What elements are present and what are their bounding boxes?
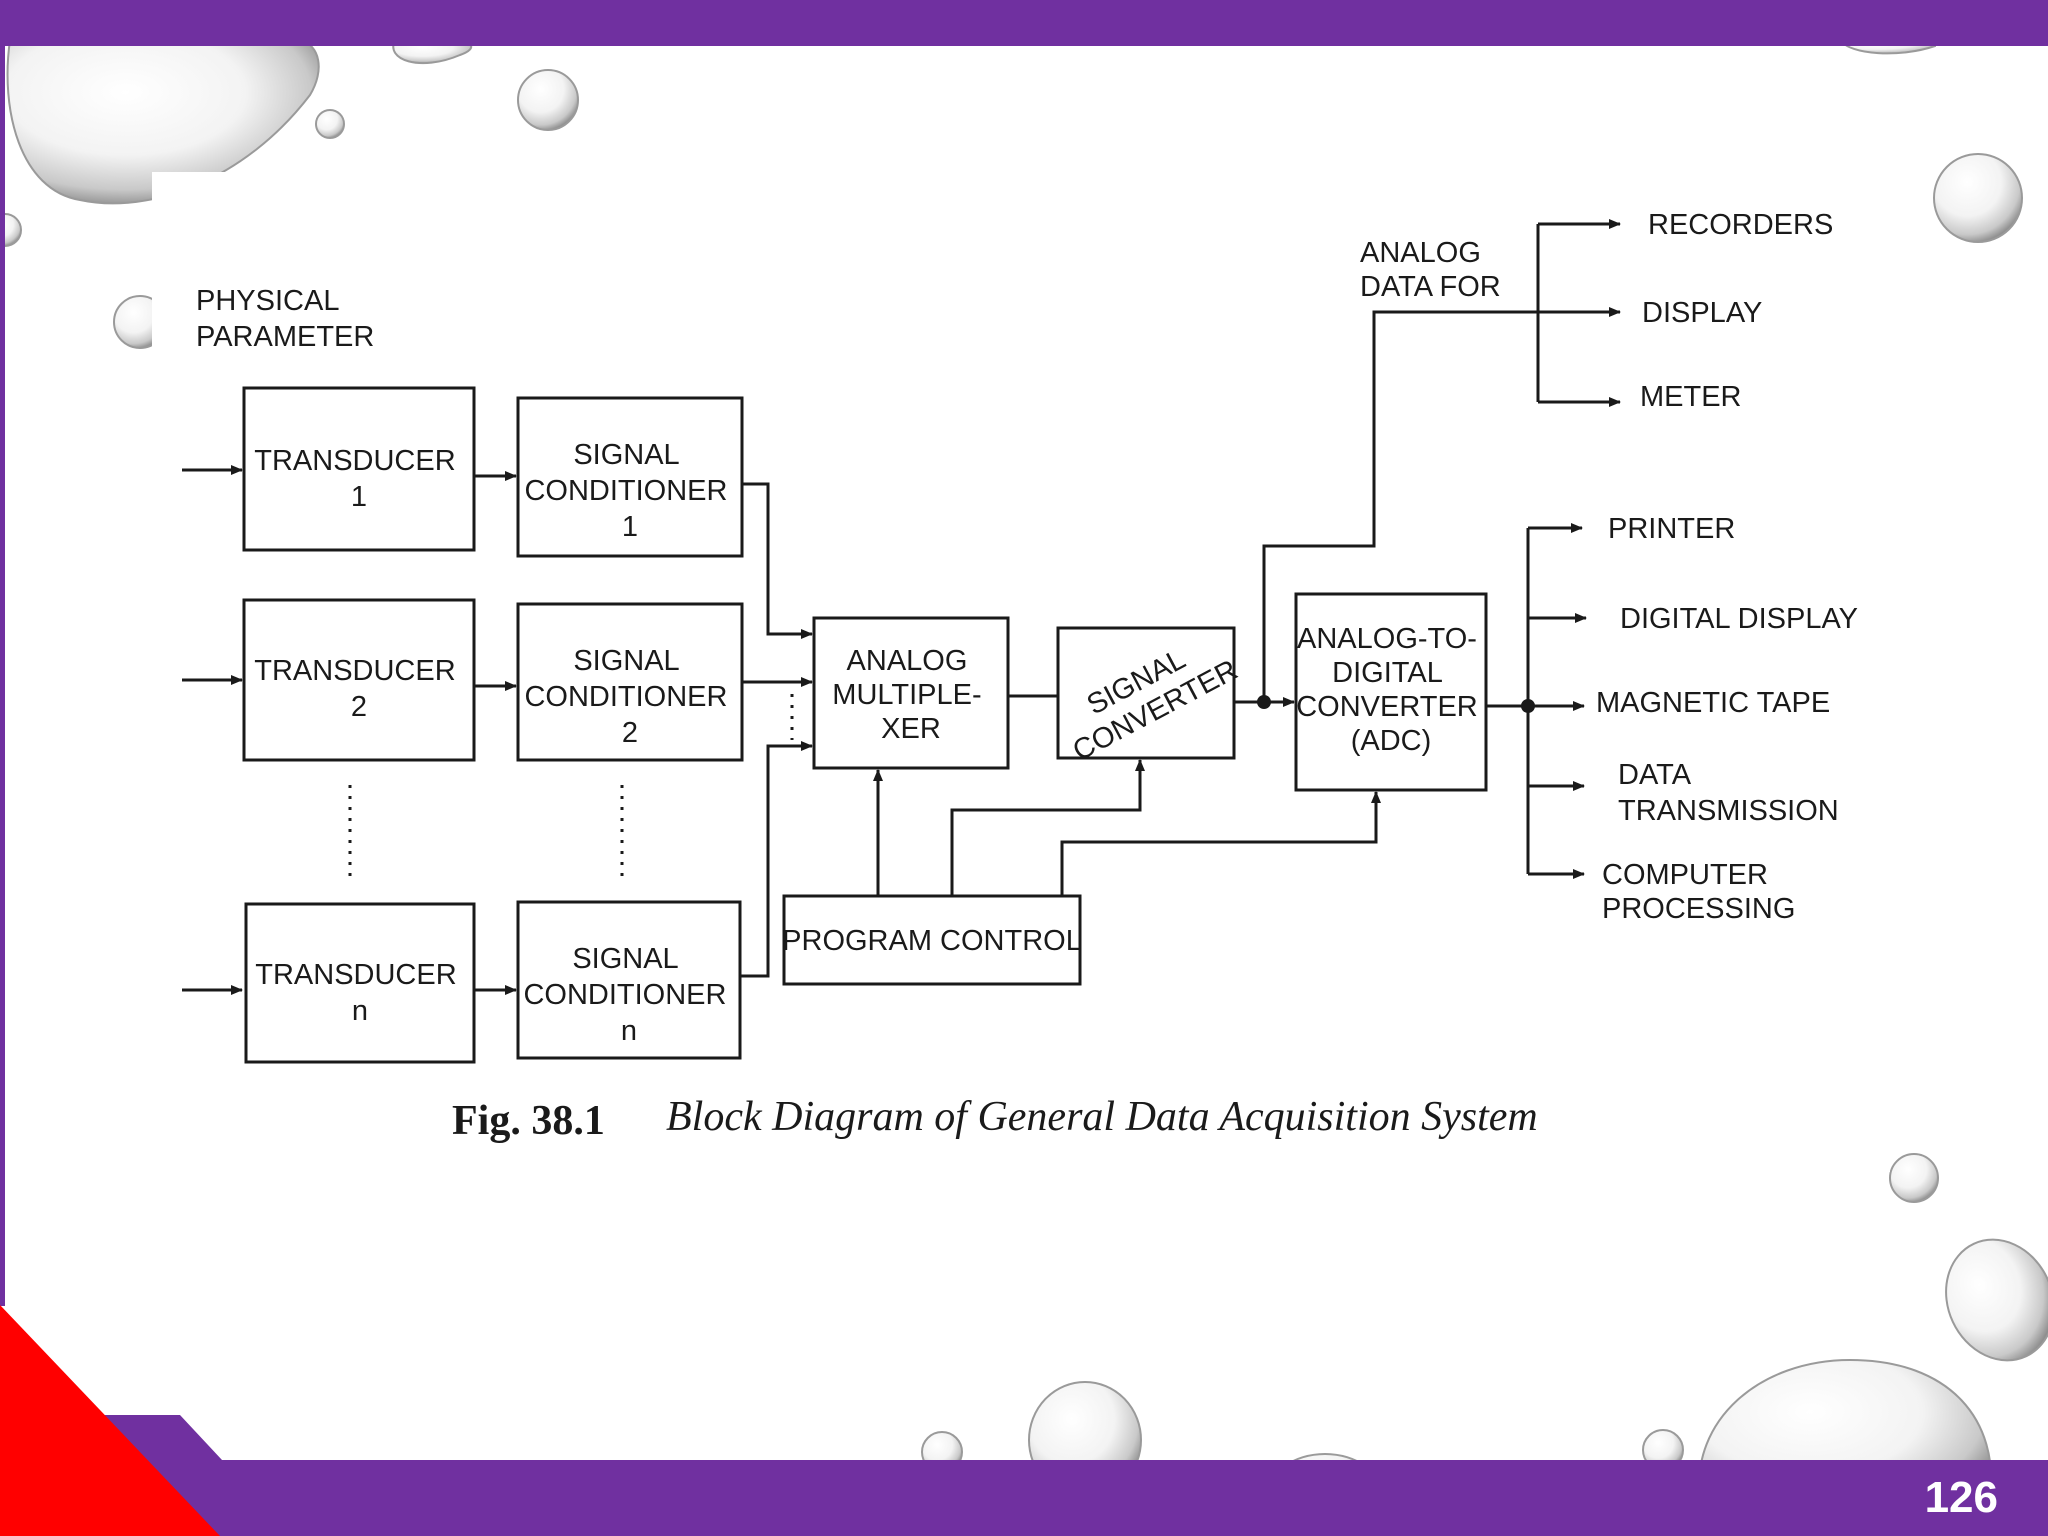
top-bar <box>0 0 2048 46</box>
transducer-n-block <box>244 902 476 1064</box>
bubble-left-edge-1 <box>0 213 22 247</box>
signal-conditioner-n-block <box>516 900 742 1060</box>
bubble-right-3 <box>1945 1238 2048 1362</box>
signal-conditioner-1-label: SIGNAL CONDITIONER 1 <box>524 439 735 543</box>
left-edge-bar <box>0 46 5 1306</box>
transducer-2-label: TRANSDUCER 2 <box>254 655 463 723</box>
signal-conditioner-1-block <box>516 396 744 558</box>
c1-to-mux-wire <box>742 482 813 639</box>
page-number: 126 <box>1924 1473 1998 1522</box>
recorders-label: RECORDERS <box>1648 209 1833 241</box>
figure-number: Fig. 38.1 <box>452 1098 605 1144</box>
signal-conditioner-2-block <box>516 602 744 762</box>
red-accent-triangle <box>0 1305 220 1536</box>
adc-label: ANALOG-TO- DIGITAL CONVERTER (ADC) <box>1296 623 1486 757</box>
bubble-top-2 <box>315 109 345 139</box>
program-control-label: PROGRAM CONTROL <box>782 925 1082 957</box>
control-to-adc-wire <box>1060 791 1381 896</box>
magnetic-tape-label: MAGNETIC TAPE <box>1596 687 1830 719</box>
control-to-converter-wire <box>950 759 1145 896</box>
transducer-1-label: TRANSDUCER 1 <box>254 445 463 513</box>
signal-converter-block <box>1056 626 1236 760</box>
physical-parameter-label: PHYSICAL PARAMETER <box>196 285 374 353</box>
bubble-right-1 <box>1933 153 2023 243</box>
cn-to-mux-wire <box>740 741 813 978</box>
bubble-right-2 <box>1889 1153 1939 1203</box>
display-label: DISPLAY <box>1642 297 1762 329</box>
data-transmission-label: DATA TRANSMISSION <box>1618 759 1839 827</box>
analog-branch-wire <box>1262 310 1538 702</box>
analog-multiplexer-block <box>812 616 1010 770</box>
analog-multiplexer-label: ANALOG MULTIPLE- XER <box>832 645 989 745</box>
digital-display-label: DIGITAL DISPLAY <box>1620 603 1858 635</box>
signal-conditioner-2-label: SIGNAL CONDITIONER 2 <box>524 645 735 749</box>
bubble-top-1 <box>517 69 579 131</box>
meter-label: METER <box>1640 381 1742 413</box>
transducer-2-block <box>242 598 476 762</box>
adc-block <box>1294 592 1488 792</box>
analog-data-label: ANALOG DATA FOR <box>1360 237 1501 303</box>
signal-conditioner-n-label: SIGNAL CONDITIONER n <box>523 943 734 1047</box>
printer-label: PRINTER <box>1608 513 1735 545</box>
bottom-bar <box>0 1415 2048 1536</box>
program-control-block <box>782 894 1082 986</box>
transducer-1-block <box>242 386 476 552</box>
figure-caption: Block Diagram of General Data Acquisitio… <box>666 1094 1538 1140</box>
transducer-n-label: TRANSDUCER n <box>255 959 464 1027</box>
computer-processing-label: COMPUTER PROCESSING <box>1602 859 1795 925</box>
